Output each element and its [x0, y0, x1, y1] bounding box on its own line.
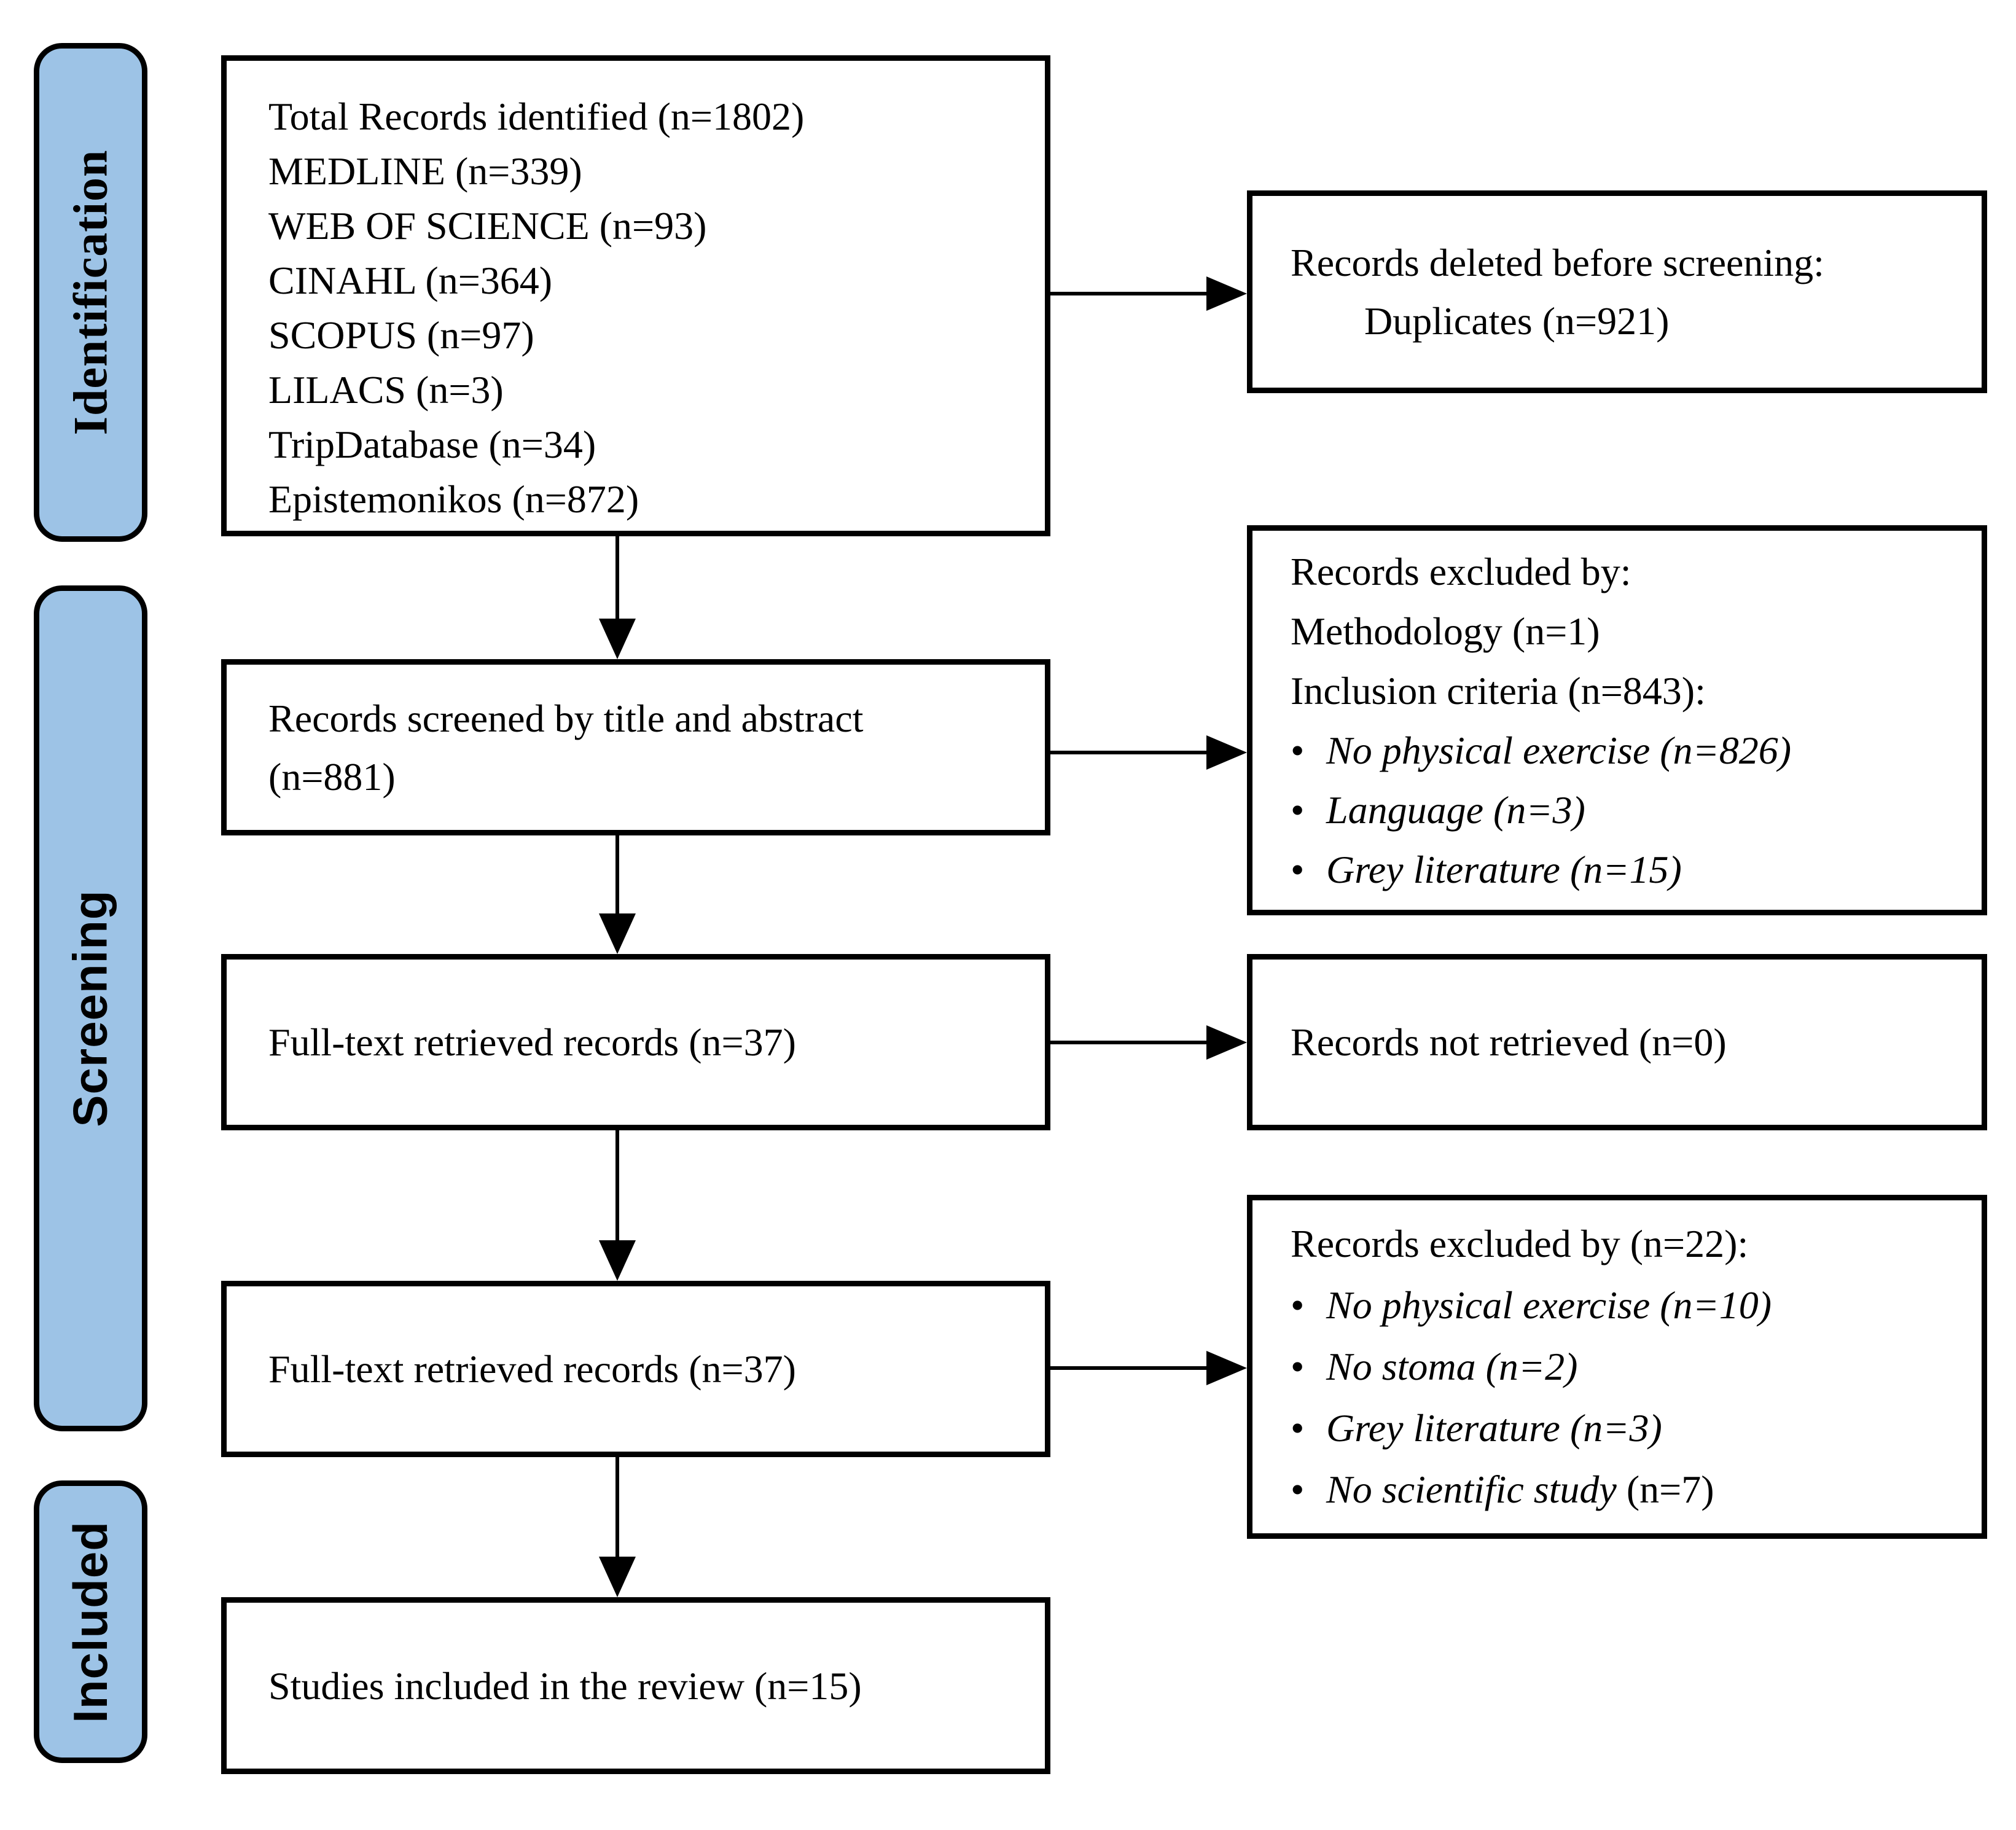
text-line: TripDatabase (n=34)	[268, 423, 596, 466]
text-line: Methodology (n=1)	[1291, 609, 1600, 653]
box-records-not-retrieved: Records not retrieved (n=0)	[1247, 954, 1987, 1130]
text-line: Records excluded by (n=22):	[1291, 1222, 1749, 1265]
arrow-shaft	[615, 1457, 619, 1560]
arrow-identified-to-deleted	[1050, 276, 1247, 311]
arrow-shaft	[615, 835, 619, 917]
arrow-head-right-icon	[1206, 735, 1247, 770]
arrow-head-down-icon	[599, 1557, 636, 1597]
arrow-fulltext1-to-not-retrieved	[1050, 1025, 1247, 1060]
arrow-head-down-icon	[599, 1240, 636, 1281]
text-line: Full-text retrieved records (n=37)	[268, 1020, 796, 1064]
text-line: WEB OF SCIENCE (n=93)	[268, 204, 707, 248]
text-line: LILACS (n=3)	[268, 368, 504, 412]
bullet-icon: •	[1291, 728, 1305, 772]
arrow-shaft	[615, 536, 619, 622]
text-line: • No physical exercise (n=10)	[1291, 1275, 1969, 1336]
text-line: Duplicates (n=921)	[1364, 299, 1670, 343]
text-line: • Grey literature (n=15)	[1291, 840, 1969, 899]
arrow-fulltext2-to-excluded2	[1050, 1351, 1247, 1385]
exclusion-reason-text: No scientific study	[1326, 1468, 1617, 1511]
exclusion-reason-text: Language (n=3)	[1326, 788, 1585, 832]
text-line: Records deleted before screening:	[1291, 241, 1824, 284]
exclusion-reason-text: Grey literature (n=3)	[1326, 1406, 1662, 1450]
text-line: • No scientific study (n=7)	[1291, 1459, 1969, 1520]
exclusion-reason-text: No physical exercise (n=826)	[1326, 728, 1792, 772]
box-records-excluded-screening: Records excluded by: Methodology (n=1) Inc…	[1247, 525, 1987, 915]
text-line: Total Records identified (n=1802)	[268, 95, 805, 138]
text-line: Studies included in the review (n=15)	[268, 1664, 862, 1708]
bullet-icon: •	[1291, 1468, 1305, 1511]
arrow-screened-to-fulltext1	[599, 835, 636, 954]
text-line: Records not retrieved (n=0)	[1291, 1020, 1727, 1064]
arrow-screened-to-excluded1	[1050, 735, 1247, 770]
arrow-shaft	[1050, 292, 1210, 295]
exclusion-reason-text: No stoma (n=2)	[1326, 1345, 1578, 1388]
text-line: MEDLINE (n=339)	[268, 149, 582, 193]
arrow-fulltext2-to-included	[599, 1457, 636, 1597]
stage-label-screening: Screening	[34, 585, 147, 1431]
box-records-excluded-fulltext: Records excluded by (n=22): • No physical …	[1247, 1195, 1987, 1539]
text-line: Full-text retrieved records (n=37)	[268, 1347, 796, 1391]
arrow-shaft	[1050, 1041, 1210, 1044]
bullet-icon: •	[1291, 1345, 1305, 1388]
text-line: Records excluded by:	[1291, 549, 1631, 593]
text-line: Inclusion criteria (n=843):	[1291, 668, 1706, 713]
text-line: • Grey literature (n=3)	[1291, 1398, 1969, 1459]
box-fulltext-retrieved-1: Full-text retrieved records (n=37)	[221, 954, 1050, 1130]
arrow-shaft	[615, 1130, 619, 1244]
arrow-head-down-icon	[599, 913, 636, 954]
box-total-records-identified: Total Records identified (n=1802) MEDLINE…	[221, 55, 1050, 536]
exclusion-count-text: (n=7)	[1616, 1468, 1714, 1511]
text-line: • No physical exercise (n=826)	[1291, 721, 1969, 780]
text-line: Records screened by title and abstract	[268, 696, 864, 740]
arrow-identified-to-screened	[599, 536, 636, 659]
bullet-icon: •	[1291, 1283, 1305, 1327]
exclusion-reason-text: Grey literature (n=15)	[1326, 847, 1682, 891]
bullet-icon: •	[1291, 847, 1305, 891]
text-line: CINAHL (n=364)	[268, 259, 553, 302]
stage-label-text: Included	[63, 1520, 117, 1723]
box-studies-included: Studies included in the review (n=15)	[221, 1597, 1050, 1774]
text-line: SCOPUS (n=97)	[268, 313, 534, 357]
bullet-icon: •	[1291, 788, 1305, 832]
box-records-deleted-before-screening: Records deleted before screening: Duplica…	[1247, 190, 1987, 393]
arrow-head-right-icon	[1206, 276, 1247, 311]
arrow-head-right-icon	[1206, 1351, 1247, 1385]
box-fulltext-retrieved-2: Full-text retrieved records (n=37)	[221, 1281, 1050, 1457]
arrow-shaft	[1050, 1366, 1210, 1370]
text-line: Epistemonikos (n=872)	[268, 477, 639, 521]
stage-label-identification: Identification	[34, 43, 147, 542]
bullet-icon: •	[1291, 1406, 1305, 1450]
text-line: • Language (n=3)	[1291, 780, 1969, 840]
arrow-fulltext1-to-fulltext2	[599, 1130, 636, 1281]
exclusion-reason-text: No physical exercise (n=10)	[1326, 1283, 1772, 1327]
stage-label-text: Identification	[63, 149, 117, 436]
text-line: (n=881)	[268, 754, 396, 799]
arrow-head-right-icon	[1206, 1025, 1247, 1060]
arrow-head-down-icon	[599, 619, 636, 659]
arrow-shaft	[1050, 751, 1210, 754]
box-records-screened: Records screened by title and abstract (n…	[221, 659, 1050, 835]
stage-label-text: Screening	[63, 890, 118, 1127]
text-line: • No stoma (n=2)	[1291, 1336, 1969, 1398]
stage-label-included: Included	[34, 1480, 147, 1763]
